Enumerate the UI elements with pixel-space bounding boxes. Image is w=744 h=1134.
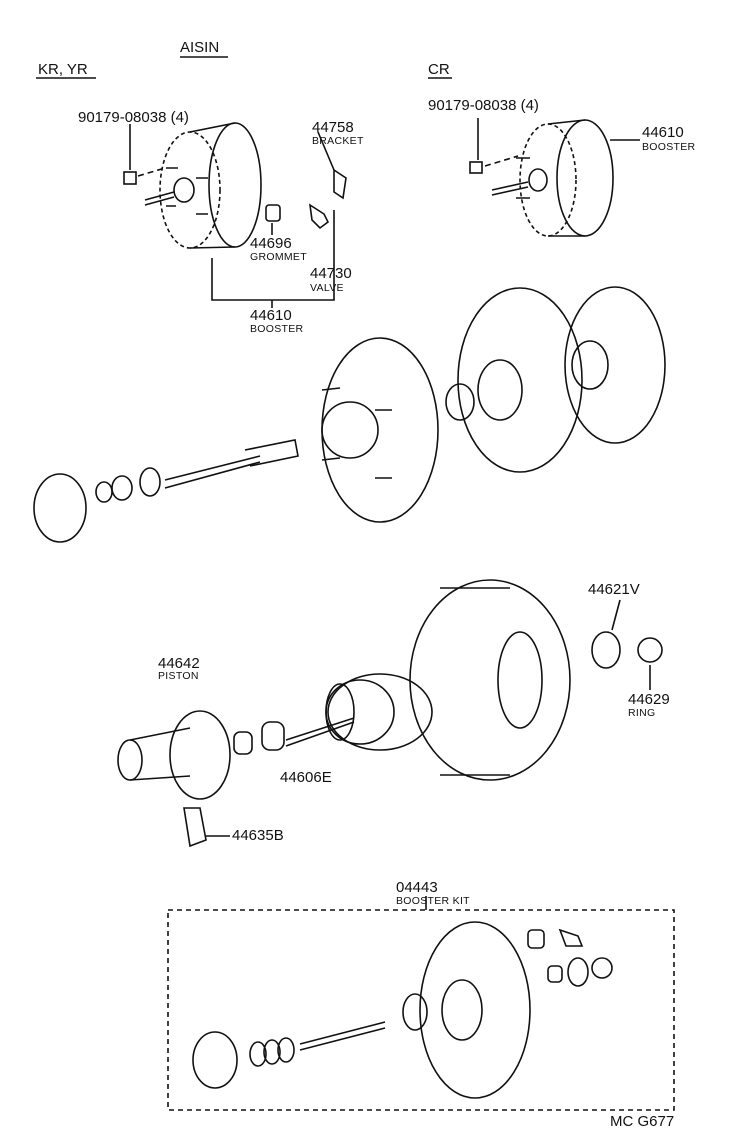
left-booster-bracket-line (211, 210, 335, 301)
lower-shell-drawing (409, 579, 571, 781)
left-nut-leader (137, 167, 166, 177)
rod-washer (233, 731, 253, 755)
part-name-grommet: GROMMET (250, 251, 307, 263)
rod-cap (261, 721, 285, 751)
rear-shell-drawing (445, 287, 583, 473)
part-name-booster-left: BOOSTER (250, 323, 304, 335)
figure-code: MC G677 (610, 1113, 675, 1130)
part-number-booster-left: 44610 (250, 307, 292, 324)
part-number-rod: 44606E (280, 769, 332, 786)
piston-drawing (117, 710, 231, 800)
manufacturer-header: AISIN (180, 39, 220, 56)
part-number-ring: 44629 (628, 691, 670, 708)
part-name-valve: VALVE (310, 282, 344, 294)
part-name-kit: BOOSTER KIT (396, 895, 470, 907)
part-name-booster-right: BOOSTER (642, 141, 696, 153)
part-number-key: 44635B (232, 827, 284, 844)
part-name-piston: PISTON (158, 670, 199, 682)
part-number-valve: 44730 (310, 265, 352, 282)
seal-ring (445, 383, 475, 421)
part-number-seal: 44621V (588, 581, 640, 598)
bracket-shape (333, 168, 347, 200)
spring-drawing (325, 673, 433, 751)
kit-contents-drawing (192, 921, 613, 1099)
left-variant-header: KR, YR (38, 61, 88, 78)
part-number-grommet: 44696 (250, 235, 292, 252)
right-booster-drawing (469, 119, 614, 237)
grommet-shape (265, 204, 281, 222)
part-number-nut-left: 90179-08038 (4) (78, 109, 189, 126)
rod-drawing (285, 717, 355, 747)
part-number-kit: 04443 (396, 879, 438, 896)
left-booster-drawing (123, 122, 262, 249)
diaphragm-plate (564, 286, 666, 444)
ring-drawing (637, 637, 663, 663)
booster-kit-box (167, 909, 675, 1111)
key-drawing (183, 807, 207, 848)
part-name-ring: RING (628, 707, 656, 719)
front-shell-drawing (321, 337, 439, 523)
right-variant-header: CR (428, 61, 450, 78)
part-number-piston: 44642 (158, 655, 200, 672)
part-number-booster-right: 44610 (642, 124, 684, 141)
bracket-leader (317, 131, 335, 171)
pushrod-assembly (33, 439, 299, 543)
part-number-nut-right: 90179-08038 (4) (428, 97, 539, 114)
part-number-bracket: 44758 (312, 119, 354, 136)
seal-drawing (591, 631, 621, 669)
valve-shape (308, 203, 330, 230)
part-name-bracket: BRACKET (312, 135, 364, 147)
